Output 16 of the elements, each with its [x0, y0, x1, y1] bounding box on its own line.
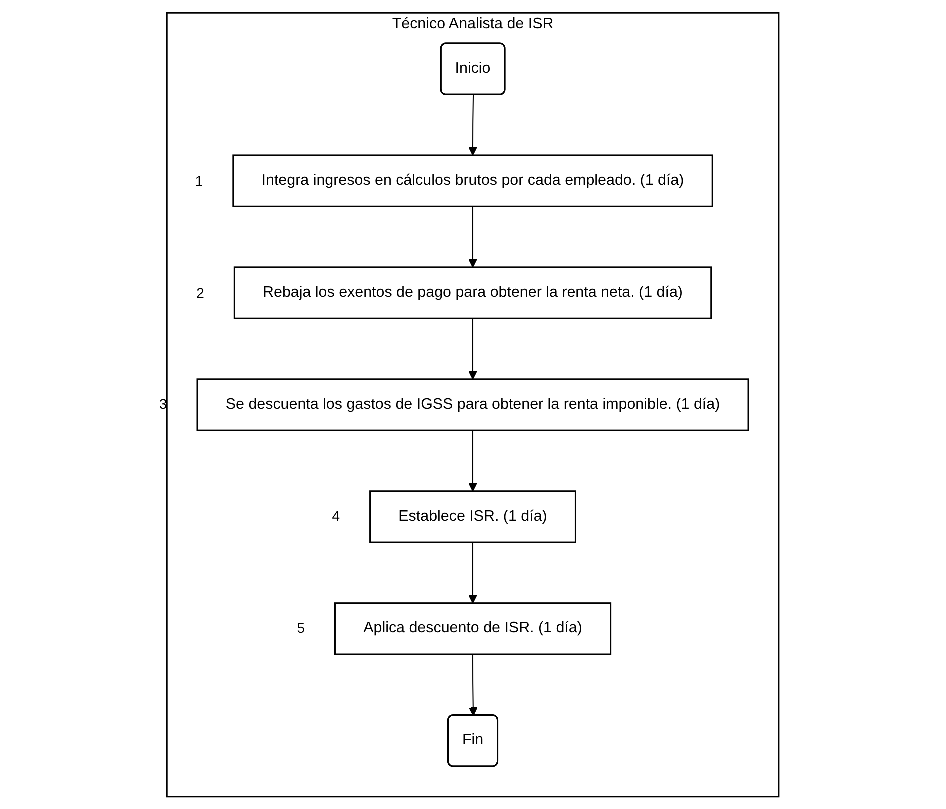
step-number: 1 [195, 172, 204, 189]
node-box [196, 378, 750, 431]
node-box [334, 602, 612, 655]
arrow [468, 430, 478, 492]
node-box [232, 154, 714, 207]
node-box [234, 266, 712, 319]
step-number: 5 [297, 620, 305, 636]
step-number: 4 [332, 508, 340, 524]
arrow [468, 206, 478, 268]
arrow [468, 94, 478, 156]
step-number: 2 [196, 284, 204, 301]
step-number: 3 [159, 396, 168, 412]
arrow [468, 318, 478, 380]
node-box [370, 490, 576, 543]
arrow [468, 542, 478, 604]
arrow [468, 654, 478, 716]
